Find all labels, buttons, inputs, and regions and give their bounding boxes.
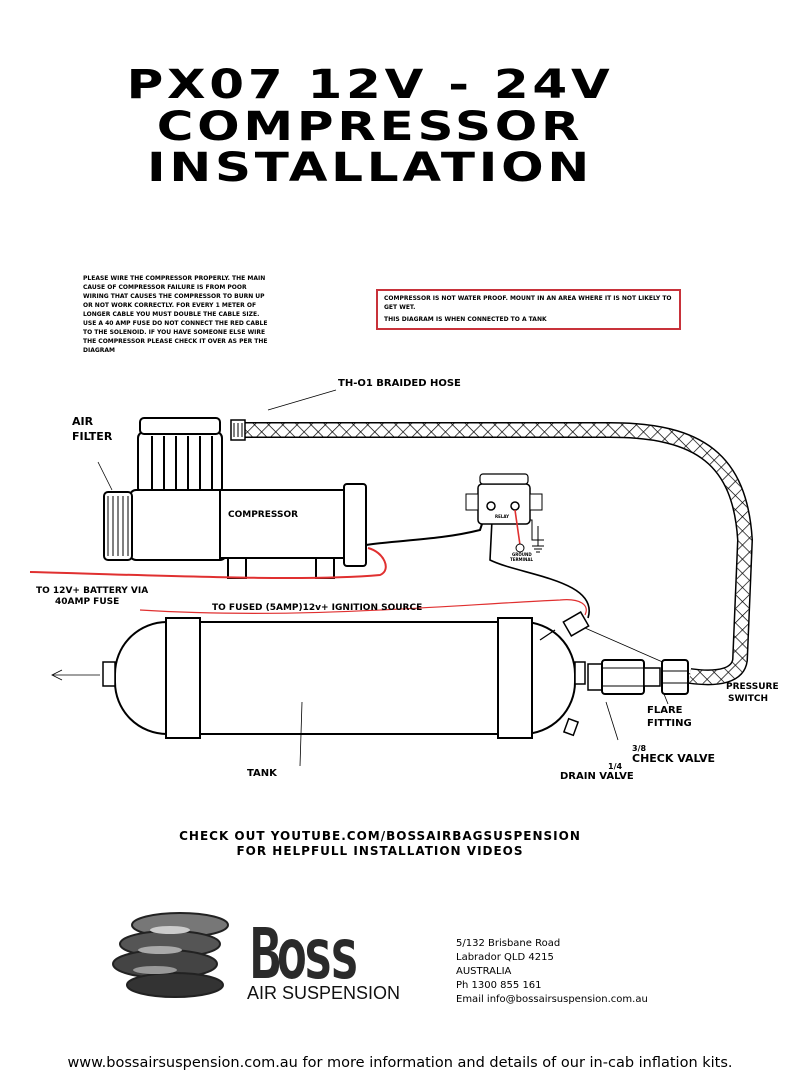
title-line-1: PX07 12V - 24V (126, 62, 614, 108)
drain-valve-size-label: 1/4 (608, 762, 623, 771)
battery-label-2: 40AMP FUSE (55, 597, 120, 607)
ignition-label: TO FUSED (5AMP)12v+ IGNITION SOURCE (212, 603, 423, 613)
compressor-drawing (97, 417, 367, 579)
brand-subtitle: AIR SUSPENSION (247, 983, 401, 1003)
brand-wordmark: Boss (250, 914, 360, 995)
address-line-3: AUSTRALIA (456, 966, 512, 977)
contact-address: 5/132 Brisbane Road Labrador QLD 4215 AU… (456, 937, 648, 1007)
address-line-2: Labrador QLD 4215 (456, 952, 554, 963)
title-line-2: COMPRESSOR (156, 104, 584, 150)
pressure-switch-label-2: SWITCH (728, 694, 769, 704)
email-address: Email info@bossairsuspension.com.au (456, 994, 648, 1005)
wiring-note: PLEASE WIRE THE COMPRESSOR PROPERLY. THE… (83, 275, 268, 354)
flare-fitting-drawing (661, 659, 689, 705)
battery-label-1: TO 12V+ BATTERY VIA (36, 586, 149, 596)
battery-wire (29, 547, 387, 580)
ground-label-1: GROUND (512, 552, 532, 557)
relay-label: RELAY (495, 514, 509, 519)
hose-leader (267, 389, 337, 411)
tank-label: TANK (247, 768, 277, 779)
tank-drawing (51, 617, 586, 767)
pressure-switch-label-1: PRESSURE (726, 682, 779, 692)
title-line-3: INSTALLATION (147, 145, 593, 191)
relay-wire (365, 511, 487, 546)
pressure-switch-drawing (562, 611, 691, 675)
tank-note-text: THIS DIAGRAM IS WHEN CONNECTED TO A TANK (384, 316, 547, 323)
check-valve-drawing (587, 659, 661, 741)
braided-hose (230, 419, 754, 686)
check-valve-label: CHECK VALVE (632, 752, 716, 765)
promo-line-1: CHECK OUT YOUTUBE.COM/BOSSAIRBAGSUSPENSI… (179, 829, 581, 843)
hose-label: TH-O1 BRAIDED HOSE (338, 378, 461, 389)
stacked-air-bags-icon (112, 912, 229, 998)
warning-box: COMPRESSOR IS NOT WATER PROOF. MOUNT IN … (376, 289, 681, 330)
air-filter-label-2: FILTER (72, 430, 113, 443)
drain-valve-label: DRAIN VALVE (560, 771, 634, 782)
footer-website: www.bossairsuspension.com.au for more in… (67, 1055, 733, 1071)
ground-label-2: TERMINAL (510, 557, 534, 562)
air-filter-label-1: AIR (72, 415, 94, 428)
ignition-wire (139, 599, 587, 616)
flare-fitting-label-1: FLARE (647, 705, 683, 716)
check-valve-size-label: 3/8 (632, 744, 647, 753)
promo-line-2: FOR HELPFULL INSTALLATION VIDEOS (236, 844, 524, 858)
switch-wire (489, 519, 590, 619)
phone-number: Ph 1300 855 161 (456, 980, 542, 991)
flare-fitting-label-2: FITTING (647, 718, 692, 729)
relay-drawing (465, 473, 544, 553)
warning-text: COMPRESSOR IS NOT WATER PROOF. MOUNT IN … (384, 295, 672, 311)
address-line-1: 5/132 Brisbane Road (456, 938, 561, 949)
compressor-label: COMPRESSOR (228, 510, 299, 520)
